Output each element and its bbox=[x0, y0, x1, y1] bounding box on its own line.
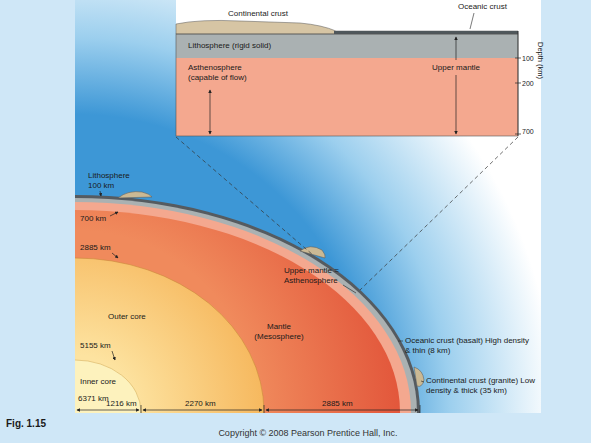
leader-arrow bbox=[112, 351, 115, 360]
depth-arrow bbox=[210, 90, 211, 134]
axis-tick: 200 bbox=[522, 79, 534, 89]
axis-tick: 100 bbox=[522, 54, 534, 64]
layer-label: Lithosphere 100 km bbox=[88, 171, 138, 190]
lithosphere bbox=[75, 198, 417, 413]
leader-line bbox=[470, 13, 474, 29]
zoom-line bbox=[360, 137, 518, 290]
axis-tick: 700 bbox=[522, 127, 534, 137]
depth-label: 5155 km bbox=[80, 341, 111, 351]
dimension-label: 1216 km bbox=[106, 399, 137, 409]
layer-name: Lithosphere (rigid solid) bbox=[188, 41, 348, 51]
dimension-label: 6371 km bbox=[78, 394, 109, 404]
dimension-label: 2270 km bbox=[185, 399, 216, 409]
mantle bbox=[75, 210, 400, 413]
depth-arrow bbox=[456, 75, 457, 134]
layer-name: Asthenosphere (capable of flow) bbox=[188, 63, 266, 83]
depth-arrow bbox=[456, 37, 457, 60]
copyright-note: Copyright © 2008 Pearson Prentice Hall, … bbox=[218, 429, 397, 439]
lithosphere-band: Lithosphere (rigid solid) bbox=[176, 34, 518, 58]
zoom-line bbox=[176, 137, 313, 255]
crust bbox=[75, 195, 420, 413]
layer-label: Inner core bbox=[80, 377, 116, 387]
outer-core bbox=[75, 258, 264, 413]
layer-label: Upper mantle bbox=[431, 63, 481, 73]
depth-axis bbox=[515, 31, 521, 136]
leader-arrow bbox=[112, 253, 118, 258]
leader-line bbox=[421, 381, 424, 382]
oceanic-crust bbox=[334, 31, 518, 34]
crust-label: Continental crust bbox=[228, 9, 288, 19]
layer-label: Mantle (Mesosphere) bbox=[250, 322, 308, 341]
inset-sky bbox=[176, 0, 518, 34]
asthenosphere bbox=[75, 202, 411, 413]
figure-caption: Fig. 1.15 bbox=[6, 419, 46, 429]
leader-line bbox=[398, 341, 403, 342]
dimension-label: 2885 km bbox=[322, 399, 353, 409]
axis-title: Depth (km) bbox=[536, 42, 546, 79]
leader-arrow bbox=[110, 212, 118, 216]
crust-label: Oceanic crust (basalt) High density & th… bbox=[405, 336, 533, 355]
continental-crust bbox=[176, 20, 518, 34]
continent-bump bbox=[300, 247, 325, 258]
inner-core bbox=[75, 360, 141, 413]
layer-label: Upper mantle = Asthenosphere bbox=[284, 266, 344, 285]
depth-label: 700 km bbox=[80, 214, 106, 224]
inset-frame bbox=[176, 34, 518, 136]
leader-line bbox=[343, 285, 356, 293]
layer-label: Outer core bbox=[108, 312, 146, 322]
continent-bump bbox=[414, 367, 424, 386]
leader-arrow bbox=[100, 191, 101, 196]
depth-label: 2885 km bbox=[80, 243, 111, 253]
crust-label: Oceanic crust bbox=[458, 2, 507, 12]
crust-label: Continental crust (granite) Low density … bbox=[426, 376, 538, 395]
continent-bump bbox=[118, 192, 152, 198]
